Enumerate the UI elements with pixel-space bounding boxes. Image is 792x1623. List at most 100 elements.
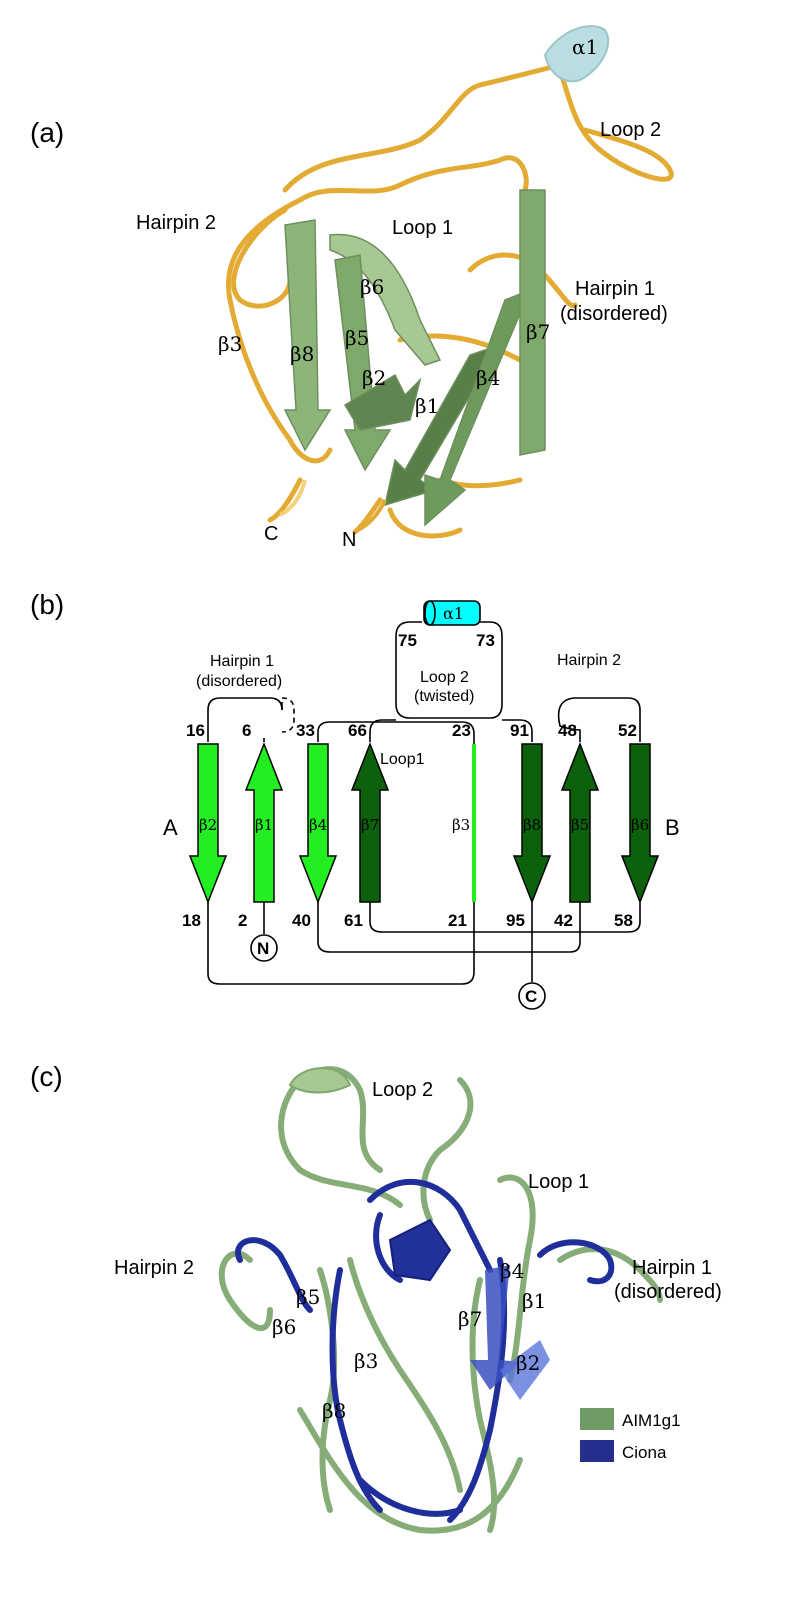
label-b2: β2 xyxy=(362,366,386,390)
strand-label-2: β1 xyxy=(255,816,273,834)
strand-bottom-residue-2: 2 xyxy=(238,911,247,930)
strand-top-residue-4: 66 xyxy=(348,721,367,740)
label-sheet-b: B xyxy=(665,815,680,840)
strand-top-residue-7: 48 xyxy=(558,721,577,740)
strand-b2-shape xyxy=(343,373,422,431)
helix-cylinder xyxy=(423,600,481,626)
panel-a-canvas: (a) xyxy=(30,25,674,551)
strand-arrow-2 xyxy=(244,741,284,903)
helix-residue-start: 75 xyxy=(398,631,417,650)
c-terminus-circle xyxy=(518,982,546,1010)
legend-swatch-aim1g1 xyxy=(580,1408,614,1430)
strand-bottom-residue-7: 42 xyxy=(554,911,573,930)
b4-b5-bottom xyxy=(317,902,581,953)
n-terminus-circle xyxy=(250,934,278,962)
label-b4: β4 xyxy=(476,366,500,390)
helix-cylinder-cap xyxy=(424,600,436,626)
panel-a-structure: (a) xyxy=(0,0,792,570)
topology-connections xyxy=(207,621,641,985)
label-loop1: Loop 1 xyxy=(528,1171,589,1193)
label-loop2: Loop 2 xyxy=(600,119,661,141)
strand-top-residue-5: 23 xyxy=(452,721,471,740)
strand-label-7: β5 xyxy=(571,816,589,834)
label-c-terminus: C xyxy=(264,523,278,545)
strand-b4-shape xyxy=(424,288,532,527)
label-loop2-note: (twisted) xyxy=(414,688,474,705)
label-hairpin1: Hairpin 1 xyxy=(210,653,274,670)
strand-label-4: β7 xyxy=(361,816,379,834)
protein-cartoon-a xyxy=(226,25,674,539)
strand-top-residue-1: 16 xyxy=(186,721,205,740)
beta-strands xyxy=(283,189,546,527)
label-loop2: Loop 2 xyxy=(372,1079,433,1101)
label-b6: β6 xyxy=(272,1315,296,1339)
c-terminus-marker: C xyxy=(518,982,546,1010)
b2-b3-bottom xyxy=(207,902,475,985)
strand-bottom-residue-4: 61 xyxy=(344,911,363,930)
strand-b7-shape xyxy=(519,189,546,456)
label-b1: β1 xyxy=(415,394,439,418)
legend-label-ciona: Ciona xyxy=(622,1443,667,1462)
strand-arrow-6 xyxy=(512,743,552,905)
label-n-terminus: N xyxy=(342,529,356,551)
loop1-right xyxy=(502,719,533,742)
strand-label-6: β8 xyxy=(523,816,541,834)
hairpin1-dashed xyxy=(281,697,295,733)
ciona-strand xyxy=(470,1265,520,1390)
label-b1: β1 xyxy=(522,1289,546,1313)
label-b7: β7 xyxy=(526,320,550,344)
n-terminus-label: N xyxy=(257,939,269,958)
strands-layer: β21618β162β43340β76661β32321β89195β54842… xyxy=(182,721,660,930)
hairpin1-solid xyxy=(207,697,283,742)
helix-residue-end: 73 xyxy=(476,631,495,650)
label-b3: β3 xyxy=(354,1349,378,1373)
hairpin2-connection xyxy=(557,697,641,742)
label-hairpin2: Hairpin 2 xyxy=(557,652,621,669)
label-hairpin1: Hairpin 1 xyxy=(632,1257,712,1279)
strand-label-5: β3 xyxy=(452,816,470,834)
panel-b-letter: (b) xyxy=(30,589,64,620)
label-hairpin1-note: (disordered) xyxy=(614,1281,722,1303)
strand-arrow-1 xyxy=(188,743,228,905)
label-b7: β7 xyxy=(458,1307,482,1331)
label-b5: β5 xyxy=(296,1285,320,1309)
ciona-cartoon xyxy=(235,1179,615,1523)
superposed-cartoons xyxy=(218,1066,663,1534)
b7-b6-bottom xyxy=(369,902,641,933)
strand-label-3: β4 xyxy=(309,816,327,834)
strand-top-residue-2: 6 xyxy=(242,721,251,740)
strand-bottom-residue-8: 58 xyxy=(614,911,633,930)
strand-bottom-residue-3: 40 xyxy=(292,911,311,930)
label-b4: β4 xyxy=(500,1259,524,1283)
ciona-helix xyxy=(388,1218,452,1282)
label-b5: β5 xyxy=(345,326,369,350)
strand-b5-shape xyxy=(334,254,392,472)
label-loop1: Loop 1 xyxy=(392,217,453,239)
panel-c-canvas: (c) Loop 2 Loop 1 xyxy=(30,1061,722,1534)
ciona-strand-b2 xyxy=(500,1340,550,1400)
label-hairpin2: Hairpin 2 xyxy=(136,212,216,234)
legend-swatch-ciona xyxy=(580,1440,614,1462)
strand-label-8: β6 xyxy=(631,816,649,834)
strand-4: β7 66 61 xyxy=(344,721,390,930)
strand-arrow-3 xyxy=(298,743,338,905)
strand-arrow-7 xyxy=(560,741,600,903)
label-sheet-a: A xyxy=(163,815,178,840)
helix-alpha1-topology: α1 xyxy=(423,600,481,626)
label-b2: β2 xyxy=(516,1351,540,1375)
strand-arrow-8 xyxy=(620,743,660,905)
label-b3: β3 xyxy=(218,332,242,356)
label-hairpin1-note: (disordered) xyxy=(196,673,282,690)
panel-a-letter: (a) xyxy=(30,117,64,148)
helix-alpha1-label: α1 xyxy=(443,604,464,623)
label-hairpin2: Hairpin 2 xyxy=(114,1257,194,1279)
strand-bottom-residue-1: 18 xyxy=(182,911,201,930)
strand-arrow-5 xyxy=(472,744,476,902)
label-b8: β8 xyxy=(322,1399,346,1423)
strand-bottom-residue-6: 95 xyxy=(506,911,525,930)
label-alpha1: α1 xyxy=(572,35,598,59)
label-loop1: Loop1 xyxy=(380,751,425,768)
panel-c-letter: (c) xyxy=(30,1061,63,1092)
